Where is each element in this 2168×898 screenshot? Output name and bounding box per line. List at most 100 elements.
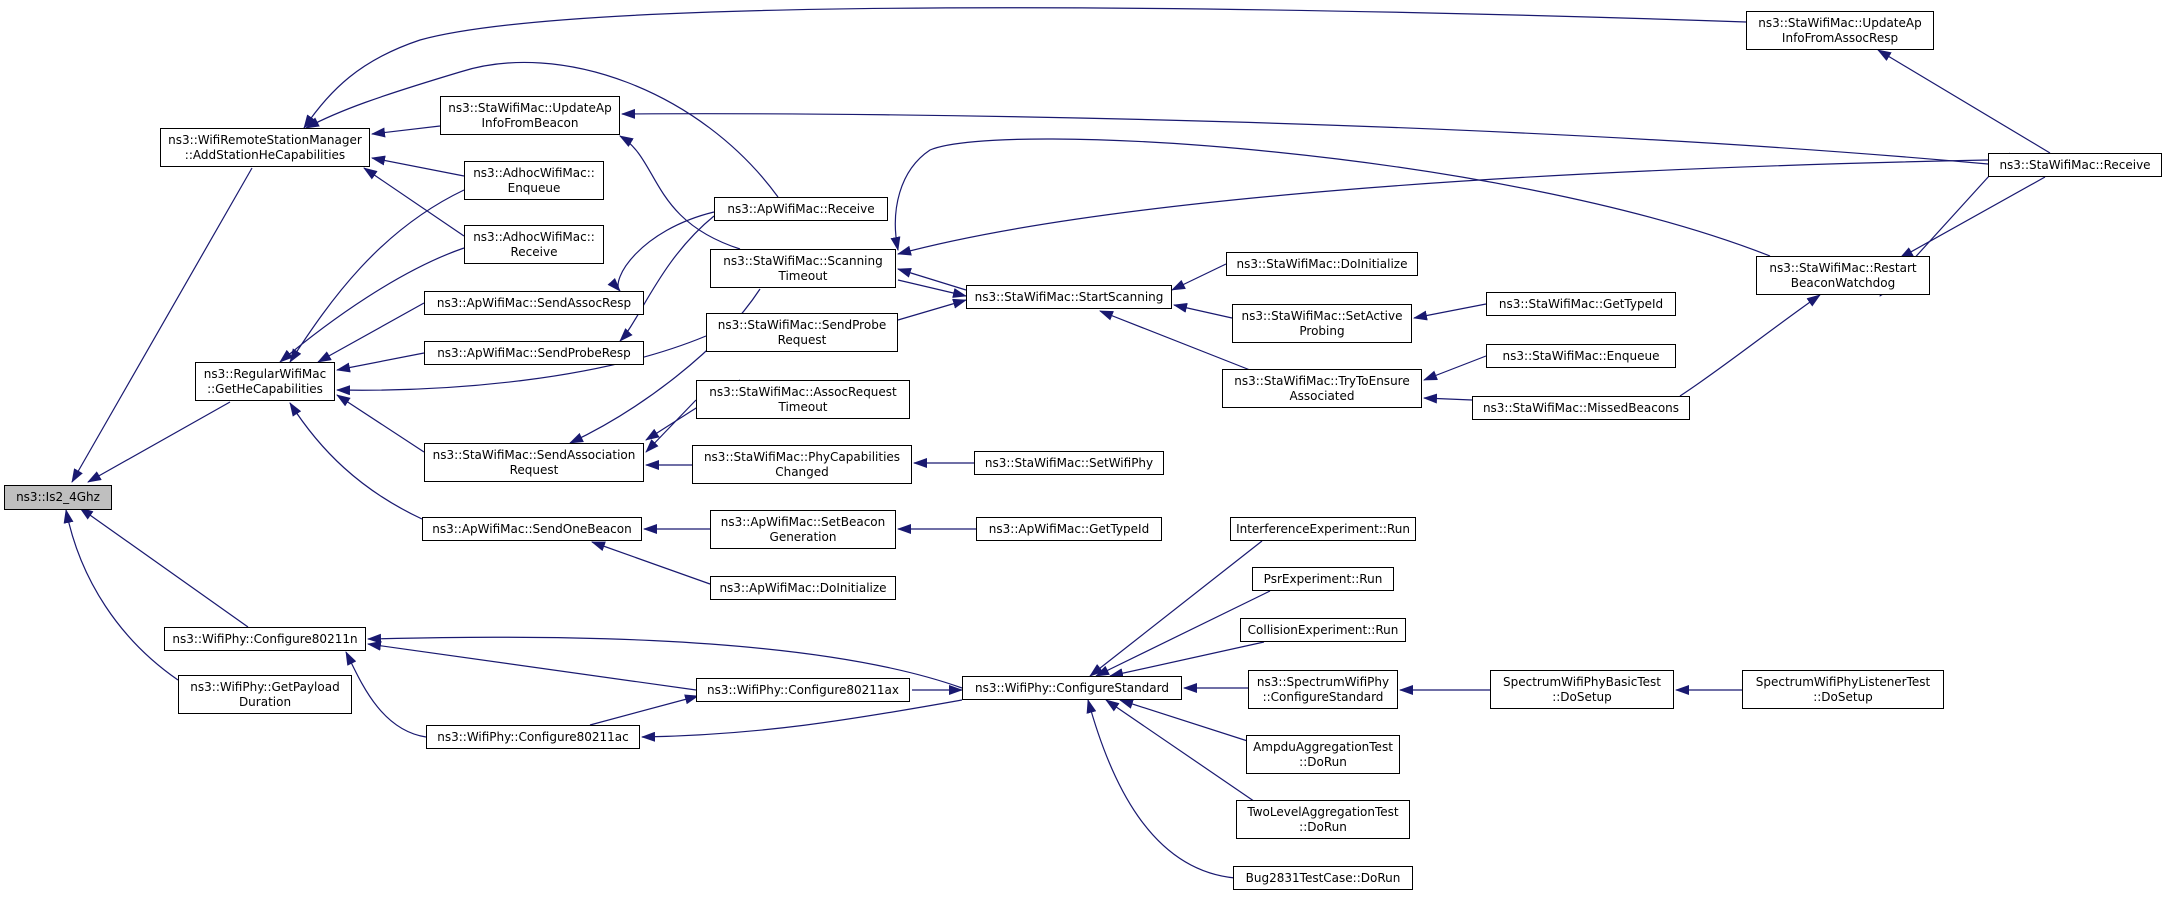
node-two-level-aggregation-test-dorun[interactable]: TwoLevelAggregationTest ::DoRun bbox=[1236, 800, 1410, 839]
node-label: ns3::StaWifiMac::GetTypeId bbox=[1498, 296, 1664, 311]
node-get-he-capabilities[interactable]: ns3::RegularWifiMac ::GetHeCapabilities bbox=[195, 362, 335, 401]
edge-updatebeacon-from-scanning bbox=[619, 135, 741, 250]
node-get-payload-duration[interactable]: ns3::WifiPhy::GetPayload Duration bbox=[178, 675, 352, 714]
node-sta-set-wifi-phy[interactable]: ns3::StaWifiMac::SetWifiPhy bbox=[974, 451, 1164, 475]
edge-gethe-from-adhocreceive bbox=[279, 247, 465, 363]
node-sta-send-association-request[interactable]: ns3::StaWifiMac::SendAssociation Request bbox=[424, 443, 644, 482]
node-sta-try-to-ensure-associated[interactable]: ns3::StaWifiMac::TryToEnsure Associated bbox=[1222, 369, 1422, 408]
node-psr-experiment-run[interactable]: PsrExperiment::Run bbox=[1252, 567, 1394, 591]
node-sta-receive[interactable]: ns3::StaWifiMac::Receive bbox=[1988, 153, 2162, 177]
node-label: ns3::RegularWifiMac bbox=[203, 366, 327, 381]
edge-is2-from-configure80211n bbox=[79, 507, 249, 628]
node-label: ns3::StaWifiMac::StartScanning bbox=[974, 289, 1164, 304]
node-sta-phy-capabilities-changed[interactable]: ns3::StaWifiMac::PhyCapabilities Changed bbox=[692, 445, 912, 484]
edge-apsendassocresp-from-apreceive bbox=[607, 211, 715, 292]
node-spectrum-wifi-phy-configure-standard[interactable]: ns3::SpectrumWifiPhy ::ConfigureStandard bbox=[1248, 670, 1398, 709]
node-sta-update-ap-info-from-beacon[interactable]: ns3::StaWifiMac::UpdateAp InfoFromBeacon bbox=[440, 96, 620, 135]
edge-configstd-from-interference bbox=[1089, 540, 1263, 677]
node-spectrum-basic-test-dosetup[interactable]: SpectrumWifiPhyBasicTest ::DoSetup bbox=[1490, 670, 1674, 709]
node-configure80211ax[interactable]: ns3::WifiPhy::Configure80211ax bbox=[696, 678, 910, 702]
node-label: InfoFromAssocResp bbox=[1781, 30, 1899, 45]
node-sta-set-active-probing[interactable]: ns3::StaWifiMac::SetActive Probing bbox=[1232, 304, 1412, 343]
node-label: ns3::WifiPhy::Configure80211ax bbox=[706, 682, 900, 697]
node-ap-do-initialize[interactable]: ns3::ApWifiMac::DoInitialize bbox=[710, 576, 896, 600]
node-adhoc-receive[interactable]: ns3::AdhocWifiMac:: Receive bbox=[464, 225, 604, 264]
node-ap-get-type-id[interactable]: ns3::ApWifiMac::GetTypeId bbox=[976, 517, 1162, 541]
node-ap-receive[interactable]: ns3::ApWifiMac::Receive bbox=[714, 197, 888, 221]
node-label: Duration bbox=[238, 694, 292, 709]
node-label: ns3::StaWifiMac::Receive bbox=[1999, 157, 2151, 172]
node-sta-assoc-request-timeout[interactable]: ns3::StaWifiMac::AssocRequest Timeout bbox=[696, 380, 910, 419]
node-sta-missed-beacons[interactable]: ns3::StaWifiMac::MissedBeacons bbox=[1472, 396, 1690, 420]
node-label: ns3::WifiPhy::ConfigureStandard bbox=[975, 680, 1169, 695]
edge-n-from-80211ax bbox=[367, 640, 697, 691]
node-sta-restart-beacon-watchdog[interactable]: ns3::StaWifiMac::Restart BeaconWatchdog bbox=[1756, 256, 1930, 295]
edge-is2-from-getpayload bbox=[63, 509, 179, 681]
edge-scanning-from-restartbeacon bbox=[890, 138, 1771, 257]
edge-startscanning-from-trytoensure bbox=[1099, 310, 1251, 371]
node-sta-start-scanning[interactable]: ns3::StaWifiMac::StartScanning bbox=[966, 285, 1172, 309]
edge-startscanning-from-probereq bbox=[897, 298, 967, 321]
node-ap-send-probe-resp[interactable]: ns3::ApWifiMac::SendProbeResp bbox=[424, 341, 644, 365]
edge-configstd-from-psr bbox=[1095, 590, 1271, 677]
node-interference-experiment-run[interactable]: InterferenceExperiment::Run bbox=[1230, 517, 1416, 541]
edge-is2-from-getheCap bbox=[87, 401, 231, 483]
node-collision-experiment-run[interactable]: CollisionExperiment::Run bbox=[1240, 618, 1406, 642]
node-label: Request bbox=[777, 332, 827, 347]
node-label: Request bbox=[509, 462, 559, 477]
edge-gethe-from-apsendassocresp bbox=[317, 302, 425, 363]
node-sta-get-type-id[interactable]: ns3::StaWifiMac::GetTypeId bbox=[1486, 292, 1676, 316]
node-add-station-he-capabilities[interactable]: ns3::WifiRemoteStationManager ::AddStati… bbox=[160, 128, 370, 167]
node-sta-do-initialize[interactable]: ns3::StaWifiMac::DoInitialize bbox=[1226, 252, 1418, 276]
node-sta-scanning-timeout[interactable]: ns3::StaWifiMac::Scanning Timeout bbox=[710, 249, 896, 288]
edge-gethe-from-staprobereq bbox=[336, 335, 707, 396]
node-label: BeaconWatchdog bbox=[1790, 275, 1896, 290]
edge-configstd-from-collision bbox=[1109, 641, 1265, 679]
node-label: Timeout bbox=[778, 268, 828, 283]
edge-addhe-from-updateapbeacon bbox=[371, 125, 441, 138]
node-bug2831-testcase-dorun[interactable]: Bug2831TestCase::DoRun bbox=[1233, 866, 1413, 890]
node-label: ns3::StaWifiMac::SendProbe bbox=[717, 317, 887, 332]
node-sta-update-ap-info-from-assoc-resp[interactable]: ns3::StaWifiMac::UpdateAp InfoFromAssocR… bbox=[1746, 11, 1934, 50]
node-label: ns3::StaWifiMac::UpdateAp bbox=[1758, 15, 1922, 30]
node-adhoc-enqueue[interactable]: ns3::AdhocWifiMac:: Enqueue bbox=[464, 161, 604, 200]
edge-trytoensure-from-missedbeacons bbox=[1423, 393, 1473, 404]
node-label: ns3::ApWifiMac::Receive bbox=[727, 201, 875, 216]
node-label: ns3::StaWifiMac::MissedBeacons bbox=[1482, 400, 1680, 415]
node-label: ns3::ApWifiMac::DoInitialize bbox=[719, 580, 887, 595]
node-sta-enqueue[interactable]: ns3::StaWifiMac::Enqueue bbox=[1486, 344, 1676, 368]
node-label: ns3::ApWifiMac::GetTypeId bbox=[988, 521, 1150, 536]
node-label: PsrExperiment::Run bbox=[1263, 571, 1383, 586]
node-configure80211ac[interactable]: ns3::WifiPhy::Configure80211ac bbox=[426, 725, 640, 749]
node-is2-4ghz[interactable]: ns3::Is2_4Ghz bbox=[4, 485, 112, 510]
node-label: ns3::StaWifiMac::SetActive bbox=[1241, 308, 1403, 323]
node-ap-set-beacon-generation[interactable]: ns3::ApWifiMac::SetBeacon Generation bbox=[710, 510, 896, 549]
node-sta-send-probe-request[interactable]: ns3::StaWifiMac::SendProbe Request bbox=[706, 313, 898, 352]
node-label: Timeout bbox=[778, 399, 828, 414]
node-configure-standard[interactable]: ns3::WifiPhy::ConfigureStandard bbox=[962, 676, 1182, 700]
node-label: ns3::StaWifiMac::Scanning bbox=[723, 253, 883, 268]
node-label: ::DoSetup bbox=[1813, 689, 1873, 704]
node-configure80211n[interactable]: ns3::WifiPhy::Configure80211n bbox=[164, 627, 366, 651]
node-label: ns3::StaWifiMac::TryToEnsure bbox=[1234, 373, 1410, 388]
edge-gethe-from-staassocreq bbox=[336, 394, 425, 453]
node-label: Enqueue bbox=[507, 180, 561, 195]
node-label: SpectrumWifiPhyListenerTest bbox=[1755, 674, 1931, 689]
node-label: ::DoRun bbox=[1299, 819, 1347, 834]
node-spectrum-listener-test-dosetup[interactable]: SpectrumWifiPhyListenerTest ::DoSetup bbox=[1742, 670, 1944, 709]
edge-ac-from-configurestandard bbox=[641, 699, 963, 742]
node-ampdu-aggregation-test-dorun[interactable]: AmpduAggregationTest ::DoRun bbox=[1246, 735, 1400, 774]
node-label: ::GetHeCapabilities bbox=[207, 381, 323, 396]
node-label: Receive bbox=[510, 244, 558, 259]
node-label: ns3::StaWifiMac::SendAssociation bbox=[432, 447, 636, 462]
node-label: Bug2831TestCase::DoRun bbox=[1245, 870, 1401, 885]
node-ap-send-one-beacon[interactable]: ns3::ApWifiMac::SendOneBeacon bbox=[422, 517, 642, 541]
edge-addhe-from-updateapassoc bbox=[303, 7, 1747, 129]
node-label: ns3::StaWifiMac::Enqueue bbox=[1502, 348, 1660, 363]
edge-aponebeacon-from-apdoinit bbox=[591, 541, 711, 585]
edge-updatebeacon-from-stareceive bbox=[621, 108, 1989, 165]
node-label: ns3::StaWifiMac::UpdateAp bbox=[448, 100, 612, 115]
node-ap-send-assoc-resp[interactable]: ns3::ApWifiMac::SendAssocResp bbox=[424, 291, 644, 315]
node-label: ns3::ApWifiMac::SendOneBeacon bbox=[432, 521, 632, 536]
